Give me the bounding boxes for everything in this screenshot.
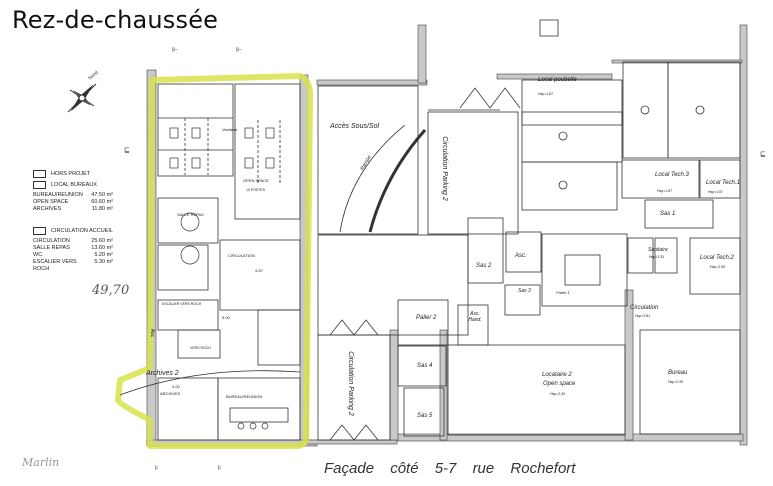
room-sas-5: Sas 5 xyxy=(417,413,433,419)
svg-text:⊑: ⊑ xyxy=(760,151,766,158)
dimension: 3.00 xyxy=(172,384,180,389)
room-asc-hand: Asc. Hand. xyxy=(468,311,482,323)
signature: Marlin xyxy=(22,456,60,469)
room-asc: Asc xyxy=(149,328,156,338)
room-bureau: Bureau xyxy=(668,370,688,376)
circulation-swatch xyxy=(33,227,46,235)
room-archives: ARCHIVES xyxy=(160,391,181,396)
area: Hsp=2.81 xyxy=(635,314,651,318)
svg-text:⊩: ⊩ xyxy=(172,47,178,54)
dimension: 3.00 xyxy=(222,315,230,320)
room-circulation-right: Circulation xyxy=(630,305,659,311)
room-palier-1: Palier 1 xyxy=(556,290,570,295)
room-vers-roch: VERS ROCH xyxy=(190,346,211,350)
room-sas-3: Sas 3 xyxy=(518,288,531,294)
room-local-poubelle: Local poubelle xyxy=(538,77,577,83)
legend-hors-projet: HORS PROJET xyxy=(51,170,91,177)
room-local-tech-2: Local Tech.2 xyxy=(700,255,734,261)
legend-circulation-accueil: CIRCULATION ACCUEIL xyxy=(51,227,113,234)
room-asc-right: Asc. xyxy=(515,253,527,259)
room-bureau-reunion: BUREAU/REUNION xyxy=(226,394,263,399)
hors-projet-swatch xyxy=(33,170,46,178)
area: Hsp=1.87 xyxy=(657,189,673,193)
local-bureaux-swatch xyxy=(33,181,46,189)
area: Hsp=2.59 xyxy=(710,265,726,269)
project-highlight xyxy=(115,73,313,449)
svg-text:Nord: Nord xyxy=(87,70,99,82)
svg-text:⊑: ⊑ xyxy=(124,147,130,154)
room-sas-4: Sas 4 xyxy=(417,363,433,369)
compass-rose-icon xyxy=(67,83,97,113)
legend: HORS PROJET LOCAL BUREAUX BUREAU/REUNION… xyxy=(33,170,113,273)
room-local-tech-1: Local Tech.1 xyxy=(706,180,740,186)
handwritten-total: 49,70 xyxy=(92,283,130,298)
area: Hsp=2.39 xyxy=(668,380,684,384)
dimension: 4.57 xyxy=(255,268,263,273)
room-circulation-parking-top: Circulation Parking 2 xyxy=(440,136,448,201)
room-locataire-2: Locataire 2 xyxy=(542,372,572,378)
legend-local-bureaux: LOCAL BUREAUX xyxy=(51,181,97,188)
area: Hsp=1.87 xyxy=(708,190,724,194)
page-title: Rez-de-chaussée xyxy=(12,6,219,34)
room-open-space-sub: 10 POSTES xyxy=(246,188,266,192)
room-open-space: OPEN SPACE xyxy=(243,178,269,183)
svg-text:⊩: ⊩ xyxy=(236,47,242,54)
room-locataire-2-sub: Open space xyxy=(543,381,576,387)
room-escalier: ESCALIER VERS ROCH xyxy=(162,302,202,306)
room-sas-1: Sas 1 xyxy=(660,211,676,217)
room-archives-2: Archives 2 xyxy=(146,370,179,377)
room-palier-2: Palier 2 xyxy=(416,315,437,321)
room-acces-sous-sol: Accès Sous/Sol xyxy=(330,123,380,130)
room-circulation-parking-bottom: Circulation Parking 2 xyxy=(346,351,354,416)
area: Hsp=1.87 xyxy=(538,92,554,96)
facade-label: Façade côté 5-7 rue Rochefort xyxy=(324,460,576,477)
area: Hsp=2.39 xyxy=(550,392,566,396)
room-salle-repas: SALLE REPAS xyxy=(177,212,204,217)
area: Hsp=2.33 xyxy=(649,255,665,259)
room-circulation: CIRCULATION xyxy=(228,253,255,258)
room-sas-2: Sas 2 xyxy=(476,263,492,269)
room-local-tech-3: Local Tech.3 xyxy=(655,172,689,178)
svg-text:⊧: ⊧ xyxy=(218,465,222,472)
room-sanitaire: Sanitaire xyxy=(648,247,668,253)
room-vestiaire: Vestiaire xyxy=(222,127,238,132)
svg-text:⊧: ⊧ xyxy=(155,465,159,472)
